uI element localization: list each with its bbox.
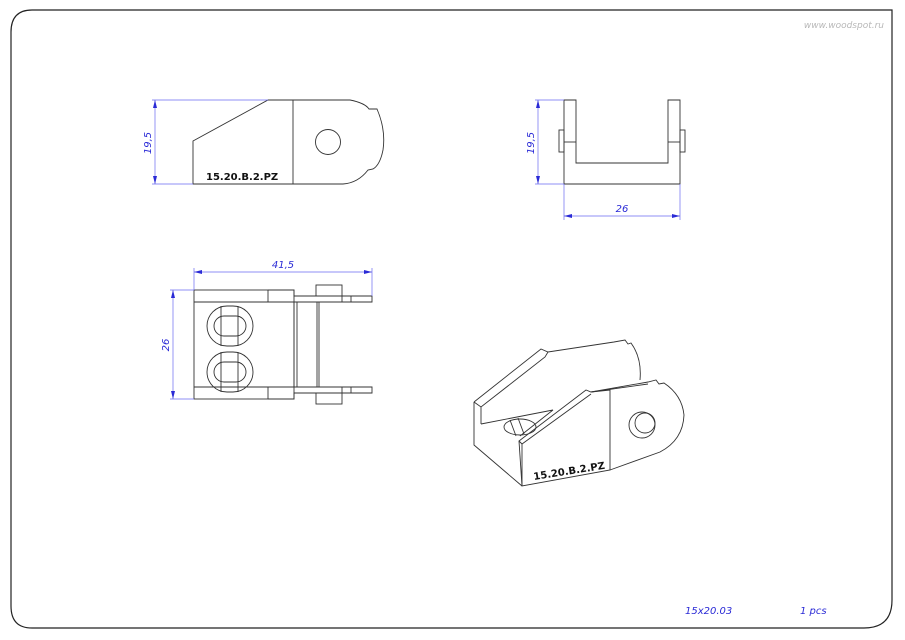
footer-quantity: 1 pcs [800, 606, 827, 617]
sheet-border [10, 9, 893, 629]
front-height-dim: 19,5 [143, 132, 154, 154]
iso-part-label: 15.20.B.2.PZ [533, 461, 606, 483]
slot-lower [206, 351, 254, 393]
side-width-dim: 26 [616, 204, 629, 215]
watermark-text: www.woodspot.ru [804, 21, 884, 31]
footer-part-code: 15x20.03 [685, 606, 732, 617]
top-length-dim: 41,5 [272, 260, 294, 271]
side-height-dim: 19,5 [526, 132, 537, 154]
front-part-label: 15.20.B.2.PZ [206, 172, 278, 183]
slot-upper [206, 305, 254, 347]
top-view: 41,5 26 [161, 260, 373, 405]
isometric-view: 15.20.B.2.PZ [473, 339, 685, 487]
front-view: 15.20.B.2.PZ 19,5 [143, 99, 385, 185]
side-view: 19,5 26 [526, 99, 686, 220]
top-width-dim: 26 [161, 339, 172, 352]
